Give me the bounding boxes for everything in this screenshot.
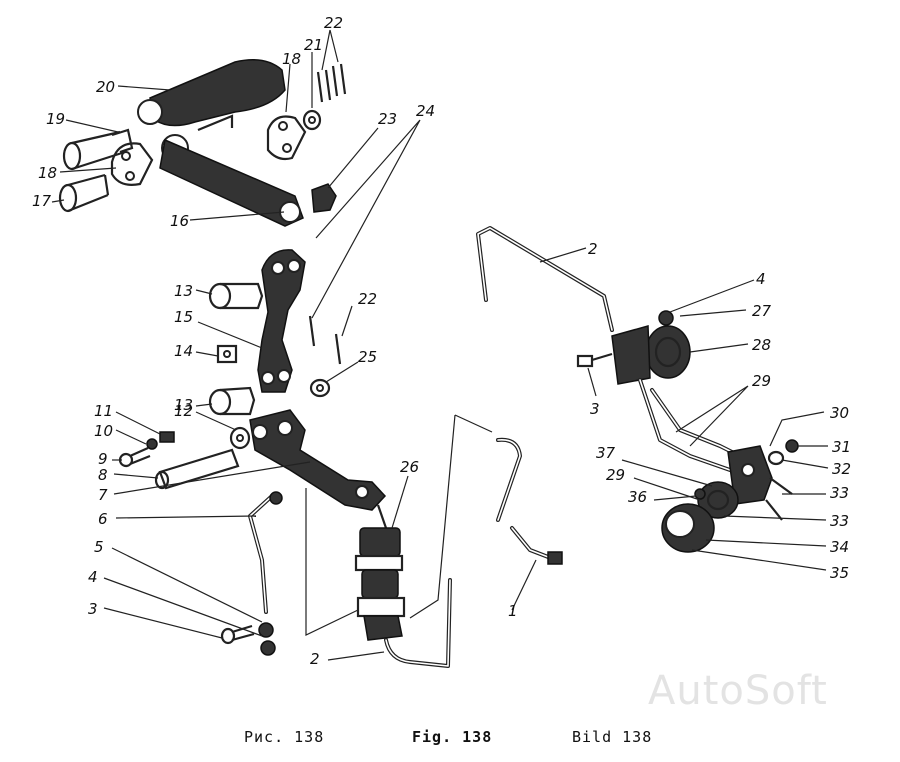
label-6: 6 [98, 510, 108, 528]
label-37: 37 [596, 444, 616, 462]
pin-19 [62, 128, 134, 171]
part-numbers: 20 18 21 22 19 18 17 16 23 24 13 15 22 1… [32, 14, 851, 668]
label-3-left: 3 [88, 600, 98, 618]
label-2-lower: 2 [310, 650, 320, 668]
label-18-upper: 18 [282, 50, 301, 68]
cotter-pins-22-upper [316, 63, 347, 103]
watermark: AutoSoft [648, 668, 828, 714]
label-24: 24 [416, 102, 435, 120]
nuts-30-31-32 [767, 439, 799, 466]
tube-1 [496, 437, 563, 565]
label-29-upper: 29 [752, 372, 771, 390]
label-29-lower: 29 [606, 466, 625, 484]
label-3-right: 3 [590, 400, 600, 418]
label-28: 28 [752, 336, 771, 354]
label-25: 25 [358, 348, 377, 366]
label-27: 27 [752, 302, 772, 320]
label-5: 5 [94, 538, 104, 556]
label-13-lower: 13 [174, 396, 193, 414]
valve-28 [576, 310, 691, 385]
washer-12 [229, 426, 251, 450]
label-23: 23 [378, 110, 397, 128]
pin-13-upper [208, 282, 264, 310]
label-19: 19 [46, 110, 65, 128]
plate-18-left [110, 142, 154, 186]
label-14: 14 [174, 342, 193, 360]
label-34: 34 [830, 538, 849, 556]
label-1: 1 [508, 602, 518, 620]
label-22-middle: 22 [358, 290, 377, 308]
pipe-6 [248, 491, 283, 614]
caption-en: Fig. 138 [412, 728, 493, 746]
label-7: 7 [98, 486, 108, 504]
plate-18-upper [266, 115, 307, 161]
valve-assembly-lower [661, 445, 793, 553]
label-4-left: 4 [88, 568, 98, 586]
leader-lines [51, 29, 829, 661]
label-10: 10 [94, 422, 113, 440]
label-20: 20 [96, 78, 115, 96]
label-11: 11 [94, 402, 113, 420]
label-21: 21 [304, 36, 323, 54]
lower-lever-7 [249, 409, 387, 511]
cotter-pin-22-middle [308, 315, 342, 365]
pin-13-lower [208, 386, 256, 416]
label-22-upper: 22 [324, 14, 343, 32]
label-35: 35 [830, 564, 849, 582]
tube-frame [305, 414, 493, 636]
label-33-upper: 33 [830, 484, 849, 502]
label-17: 17 [32, 192, 52, 210]
label-9: 9 [98, 450, 108, 468]
nut-23 [311, 183, 337, 213]
cylinder-26 [354, 504, 406, 641]
label-30: 30 [830, 404, 849, 422]
pin-17 [58, 173, 110, 213]
bolt-9-10-11 [118, 431, 175, 468]
caption-de: Bild 138 [572, 728, 653, 746]
label-36: 36 [628, 488, 647, 506]
label-16: 16 [170, 212, 189, 230]
label-13-upper: 13 [174, 282, 193, 300]
label-31: 31 [832, 438, 851, 456]
tube-2-lower [384, 578, 452, 668]
label-12: 12 [174, 402, 193, 420]
caption-ru: Рис. 138 [244, 728, 325, 746]
bushing-14 [216, 344, 238, 364]
upper-lever [137, 59, 304, 227]
label-32: 32 [832, 460, 851, 478]
link-15 [257, 249, 306, 393]
tube-2-upper [476, 226, 614, 332]
fittings-3-4-5 [220, 622, 276, 656]
label-33-lower: 33 [830, 512, 849, 530]
label-26: 26 [400, 458, 419, 476]
washer-21 [302, 109, 322, 131]
label-2-upper: 2 [588, 240, 598, 258]
label-4-right: 4 [756, 270, 766, 288]
pin-8 [154, 448, 240, 490]
label-18-left: 18 [38, 164, 57, 182]
label-8: 8 [98, 466, 108, 484]
washer-25 [309, 378, 331, 398]
label-15: 15 [174, 308, 193, 326]
